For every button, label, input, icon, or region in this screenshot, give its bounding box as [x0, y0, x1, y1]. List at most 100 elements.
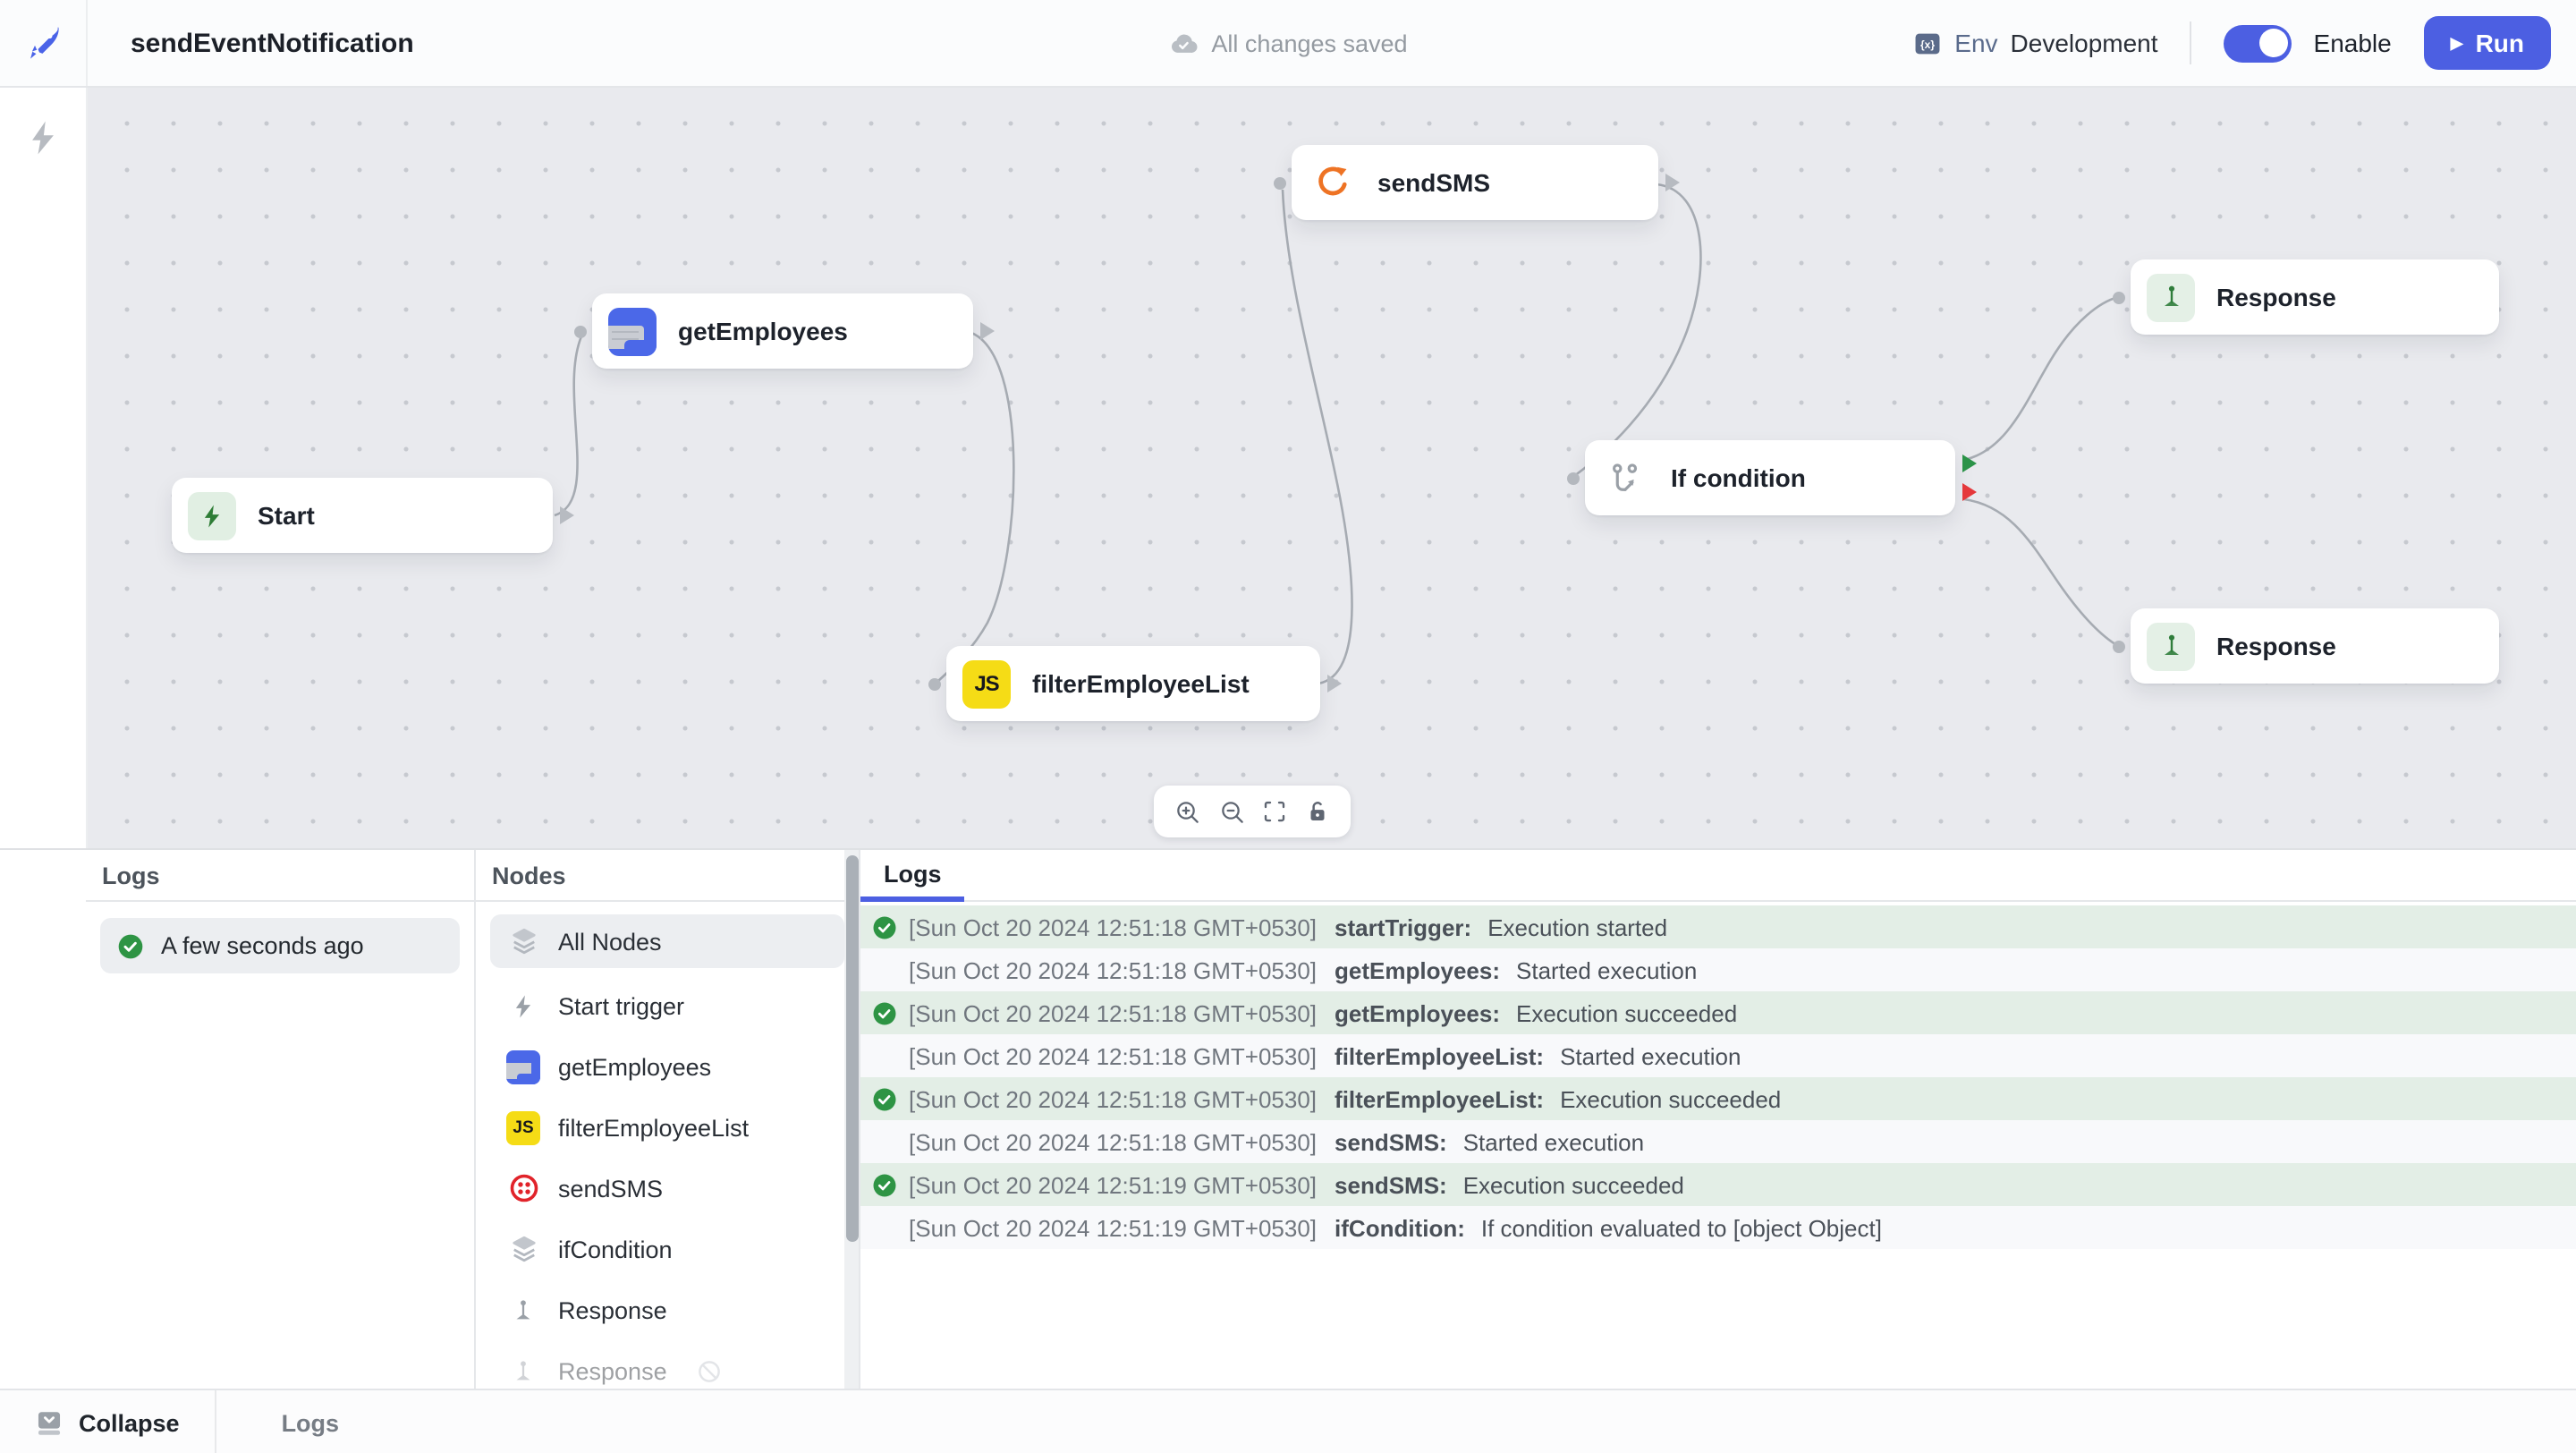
input-handle[interactable]: [574, 325, 587, 337]
log-row[interactable]: [Sun Oct 20 2024 12:51:18 GMT+0530] getE…: [860, 991, 2576, 1034]
log-row[interactable]: [Sun Oct 20 2024 12:51:18 GMT+0530] star…: [860, 905, 2576, 948]
input-handle[interactable]: [1274, 176, 1286, 189]
tab-logs[interactable]: Logs: [860, 850, 965, 902]
layers-icon: [506, 1232, 540, 1266]
enable-toggle[interactable]: [2224, 24, 2292, 62]
fit-view-icon[interactable]: [1262, 798, 1289, 825]
env-selector[interactable]: {x} Env Development: [1911, 28, 2158, 58]
node-label: Response: [2216, 632, 2336, 660]
log-row[interactable]: [Sun Oct 20 2024 12:51:19 GMT+0530] send…: [860, 1163, 2576, 1206]
branch-icon: [1601, 454, 1649, 502]
zoom-out-icon[interactable]: [1218, 797, 1247, 826]
lock-icon[interactable]: [1304, 798, 1331, 825]
true-branch-handle[interactable]: [1962, 455, 1977, 472]
input-handle[interactable]: [1567, 472, 1580, 484]
log-row[interactable]: [Sun Oct 20 2024 12:51:18 GMT+0530] filt…: [860, 1077, 2576, 1120]
log-node: getEmployees:: [1335, 956, 1500, 983]
node-label: sendSMS: [1377, 168, 1491, 197]
nodes-list-item-filterEmployeeList[interactable]: JS filterEmployeeList: [490, 1097, 844, 1158]
nodes-list-item-all[interactable]: All Nodes: [490, 914, 844, 968]
js-icon: JS: [506, 1110, 540, 1144]
input-handle[interactable]: [928, 677, 941, 690]
node-ifCondition[interactable]: If condition: [1567, 440, 1977, 515]
log-time: [Sun Oct 20 2024 12:51:19 GMT+0530]: [909, 1171, 1318, 1198]
cloud-check-icon: [1171, 33, 1198, 52]
run-button-label: Run: [2475, 29, 2524, 57]
log-node: sendSMS:: [1335, 1171, 1447, 1198]
nodes-list-item-startTrigger[interactable]: Start trigger: [490, 975, 844, 1036]
pin-icon: [2147, 622, 2195, 670]
output-handle[interactable]: [1327, 675, 1342, 693]
nodes-list-item-sendSMS[interactable]: sendSMS: [490, 1158, 844, 1219]
twilio-icon: [506, 1171, 540, 1205]
run-list-item[interactable]: A few seconds ago: [100, 918, 460, 973]
collapse-panel-icon: [38, 1411, 61, 1434]
collapse-button[interactable]: Collapse: [34, 1407, 180, 1438]
log-row[interactable]: [Sun Oct 20 2024 12:51:19 GMT+0530] ifCo…: [860, 1206, 2576, 1249]
header-actions: {x} Env Development Enable ▶ Run: [1911, 16, 2576, 70]
env-braces-icon: {x}: [1914, 32, 1939, 54]
footer-divider: [215, 1390, 217, 1453]
workflow-canvas[interactable]: Start getEmployees sendSMS: [86, 86, 2576, 848]
footer-logs-tab[interactable]: Logs: [281, 1409, 340, 1436]
edge-ifCondition-response2: [1963, 497, 2119, 648]
nodes-list-label: ifCondition: [558, 1236, 673, 1262]
table-icon: [506, 1049, 540, 1083]
false-branch-handle[interactable]: [1962, 483, 1977, 501]
app-logo[interactable]: [0, 0, 88, 86]
success-check-icon: [873, 1173, 896, 1196]
node-filterEmployeeList[interactable]: JS filterEmployeeList: [928, 646, 1342, 721]
edge-ifCondition-response1: [1963, 295, 2119, 462]
save-status: All changes saved: [1168, 0, 1408, 86]
input-handle[interactable]: [2113, 291, 2125, 303]
nodes-column-header: Nodes: [476, 850, 859, 902]
scrollbar-thumb[interactable]: [845, 855, 858, 1242]
nodes-list-label: All Nodes: [558, 928, 662, 955]
node-label: Start: [258, 501, 315, 530]
node-sendSMS[interactable]: sendSMS: [1274, 145, 1680, 220]
nodes-list-item-getEmployees[interactable]: getEmployees: [490, 1036, 844, 1097]
run-button[interactable]: ▶ Run: [2423, 16, 2551, 70]
footer-bar: Collapse Logs: [0, 1389, 2576, 1453]
log-node: filterEmployeeList:: [1335, 1085, 1545, 1112]
output-handle[interactable]: [1665, 174, 1680, 191]
play-icon: ▶: [2450, 33, 2463, 51]
runs-column-header: Logs: [86, 850, 474, 902]
log-message: Started execution: [1560, 1042, 1741, 1069]
nodes-list: All Nodes Start trigger getEmployees: [476, 902, 859, 1390]
success-check-icon: [873, 1001, 896, 1024]
nodes-list-item-response-1[interactable]: Response: [490, 1279, 844, 1340]
log-message: Started execution: [1462, 1128, 1645, 1155]
success-check-icon: [873, 915, 896, 939]
header: sendEventNotification All changes saved …: [0, 0, 2576, 88]
js-icon: JS: [962, 659, 1011, 708]
node-start[interactable]: Start: [172, 478, 574, 553]
node-getEmployees[interactable]: getEmployees: [574, 293, 995, 369]
nodes-scrollbar[interactable]: [844, 850, 859, 1390]
output-handle[interactable]: [980, 322, 995, 340]
nodes-list-item-response-2[interactable]: Response: [490, 1340, 844, 1390]
log-time: [Sun Oct 20 2024 12:51:19 GMT+0530]: [909, 1214, 1318, 1241]
node-response-1[interactable]: Response: [2113, 259, 2499, 335]
log-time: [Sun Oct 20 2024 12:51:18 GMT+0530]: [909, 913, 1318, 940]
nodes-list-label: Start trigger: [558, 992, 685, 1019]
output-handle[interactable]: [560, 506, 574, 524]
nodes-list-label: filterEmployeeList: [558, 1114, 750, 1141]
env-label: Env: [1954, 29, 1998, 57]
debug-panel: Logs A few seconds ago Nodes: [0, 848, 2576, 1390]
logs-column: Logs [Sun Oct 20 2024 12:51:18 GMT+0530]…: [860, 850, 2576, 1390]
log-row[interactable]: [Sun Oct 20 2024 12:51:18 GMT+0530] getE…: [860, 948, 2576, 991]
page-title: sendEventNotification: [131, 28, 414, 58]
input-handle[interactable]: [2113, 640, 2125, 652]
log-row[interactable]: [Sun Oct 20 2024 12:51:18 GMT+0530] filt…: [860, 1034, 2576, 1077]
node-response-2[interactable]: Response: [2113, 608, 2499, 684]
workflow-lightning-icon[interactable]: [23, 118, 63, 157]
zoom-in-icon[interactable]: [1174, 797, 1203, 826]
log-row[interactable]: [Sun Oct 20 2024 12:51:18 GMT+0530] send…: [860, 1120, 2576, 1163]
table-icon: [608, 307, 657, 355]
nodes-list-item-ifCondition[interactable]: ifCondition: [490, 1219, 844, 1279]
log-time: [Sun Oct 20 2024 12:51:18 GMT+0530]: [909, 999, 1318, 1026]
edge-sendSMS-ifCondition: [1573, 183, 1702, 478]
log-node: getEmployees:: [1335, 999, 1500, 1026]
